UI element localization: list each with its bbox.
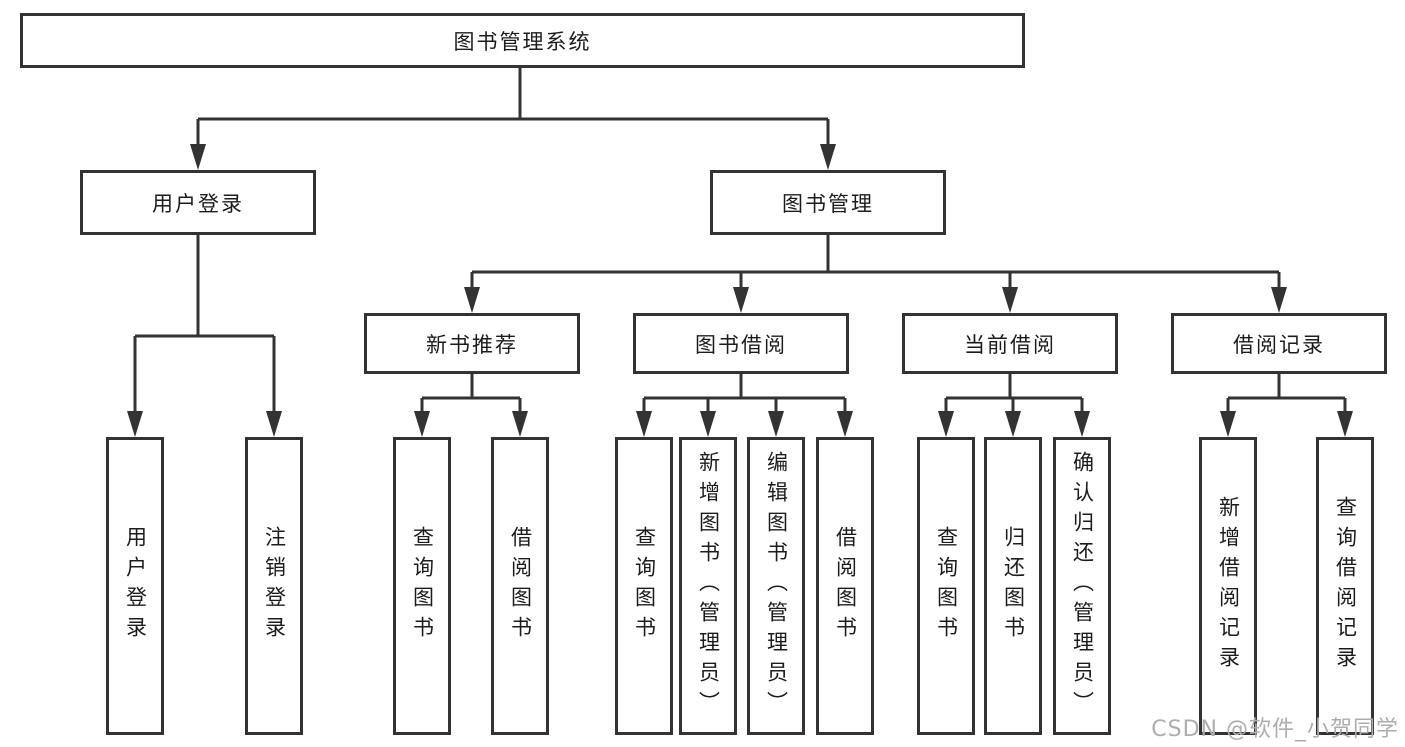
leaf-query-books-current: 查询图书 [917,437,975,735]
node-label: 新书推荐 [426,332,518,357]
node-label: 查询图书 [934,526,959,646]
watermark-csdn: CSDN @软件_小贺同学 [1151,717,1399,742]
leaf-logout: 注销登录 [245,437,303,735]
node-label: 确认归还（管理员） [1070,451,1095,721]
node-label: 用户登录 [152,191,244,216]
leaf-return-book: 归还图书 [984,437,1042,735]
leaf-confirm-return-admin: 确认归还（管理员） [1053,437,1111,735]
node-label: 归还图书 [1001,526,1026,646]
node-label: 新增借阅记录 [1216,496,1241,676]
connector-path [133,68,1347,416]
node-label: 图书管理系统 [453,29,592,54]
node-label: 编辑图书（管理员） [764,451,789,721]
leaf-add-book-admin: 新增图书（管理员） [679,437,737,735]
leaf-borrow-books: 借阅图书 [816,437,874,735]
node-system-root: 图书管理系统 [20,13,1025,68]
node-label: 图书管理 [782,191,874,216]
leaf-add-borrow-record: 新增借阅记录 [1199,437,1257,735]
node-label: 借阅记录 [1233,332,1325,357]
node-label: 注销登录 [262,526,287,646]
leaf-edit-book-admin: 编辑图书（管理员） [747,437,805,735]
node-label: 新增图书（管理员） [696,451,721,721]
leaf-query-borrow-record: 查询借阅记录 [1316,437,1374,735]
node-book-management: 图书管理 [710,170,946,235]
node-user-login: 用户登录 [80,170,316,235]
node-borrow-records: 借阅记录 [1171,313,1387,374]
leaf-user-login: 用户登录 [106,437,164,735]
node-label: 查询图书 [632,526,657,646]
node-current-borrow: 当前借阅 [902,313,1118,374]
node-new-book-recommend: 新书推荐 [364,313,580,374]
leaf-query-books-recommend: 查询图书 [393,437,451,735]
node-label: 用户登录 [123,526,148,646]
node-book-borrow: 图书借阅 [633,313,849,374]
arrowheads [127,144,1353,437]
leaf-borrow-books-recommend: 借阅图书 [491,437,549,735]
leaf-query-books-borrow: 查询图书 [615,437,673,735]
node-label: 当前借阅 [964,332,1056,357]
node-label: 图书借阅 [695,332,787,357]
node-label: 查询图书 [410,526,435,646]
node-label: 查询借阅记录 [1333,496,1358,676]
node-label: 借阅图书 [833,526,858,646]
node-label: 借阅图书 [508,526,533,646]
